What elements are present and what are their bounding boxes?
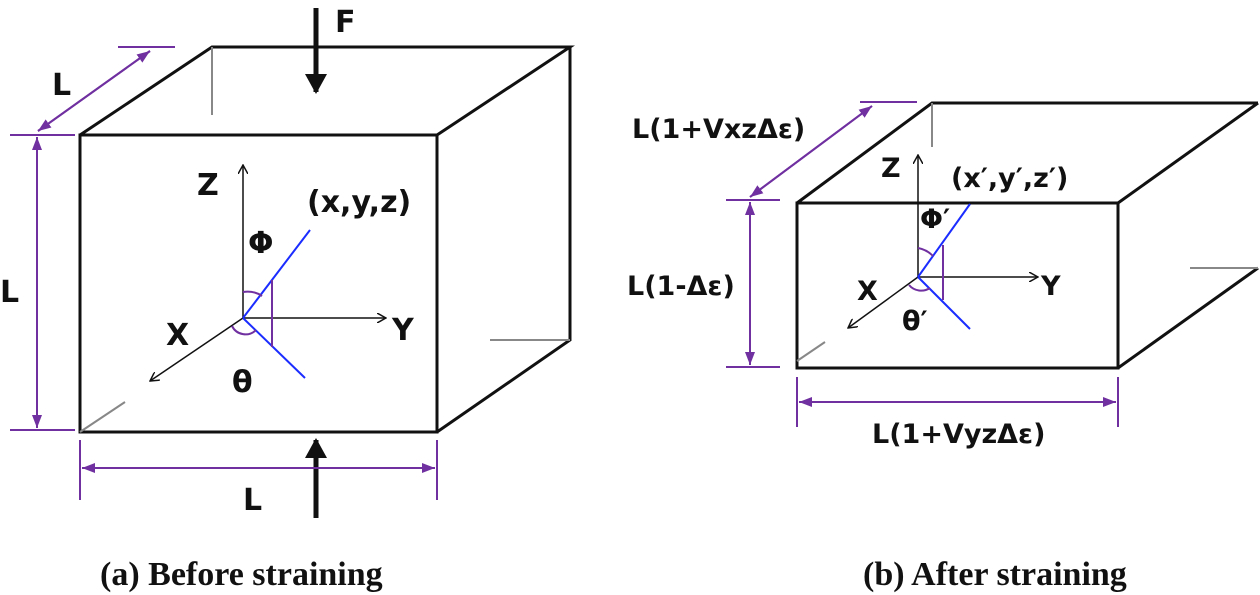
- vector-line: [242, 229, 311, 319]
- x-axis-label: X: [857, 276, 878, 307]
- x-axis-label: X: [166, 318, 189, 353]
- depth-label-b: L(1+VxzΔε): [632, 114, 805, 145]
- hidden-edge: [79, 401, 126, 433]
- z-axis-label: Z: [881, 153, 901, 184]
- force-label: F: [335, 5, 356, 40]
- box-front-face: [795, 201, 1120, 370]
- cube-before: [78, 45, 575, 434]
- point-label: (x,y,z): [307, 185, 411, 220]
- cube-right-face: [436, 47, 572, 434]
- x-axis: [848, 276, 919, 328]
- point-label: (x′,y′,z′): [951, 163, 1068, 194]
- projection-line: [242, 317, 306, 379]
- phi-arc: [242, 290, 263, 297]
- cube-front-face: [78, 133, 439, 434]
- dimensions-before: [10, 46, 438, 500]
- phi-arc: [917, 247, 934, 257]
- width-label-b: L(1+VyzΔε): [872, 419, 1045, 450]
- y-axis-label: Y: [391, 313, 415, 348]
- theta-arc: [231, 325, 257, 336]
- depth-label-a: L: [52, 68, 71, 103]
- height-label-a: L: [0, 275, 19, 310]
- theta-arc: [908, 284, 931, 292]
- theta-label: θ: [232, 365, 253, 400]
- theta-label: θ′: [902, 306, 928, 337]
- height-label-b: L(1-Δε): [627, 271, 735, 302]
- caption-b: (b) After straining: [863, 556, 1127, 593]
- phi-label: Φ: [248, 226, 274, 261]
- y-axis-label: Y: [1040, 271, 1061, 302]
- axes-after: [848, 155, 1038, 330]
- axes-before: [150, 165, 386, 381]
- dimensions-after: [726, 101, 1119, 427]
- width-label-a: L: [243, 483, 262, 518]
- projection-line: [917, 276, 971, 330]
- phi-label: Φ′: [920, 204, 950, 235]
- cube-top-face: [79, 45, 575, 137]
- hidden-edge: [796, 341, 826, 362]
- caption-a: (a) Before straining: [100, 556, 383, 593]
- x-axis: [150, 317, 244, 381]
- vector-line: [917, 203, 971, 278]
- z-axis-label: Z: [197, 168, 219, 203]
- box-after: [795, 101, 1259, 370]
